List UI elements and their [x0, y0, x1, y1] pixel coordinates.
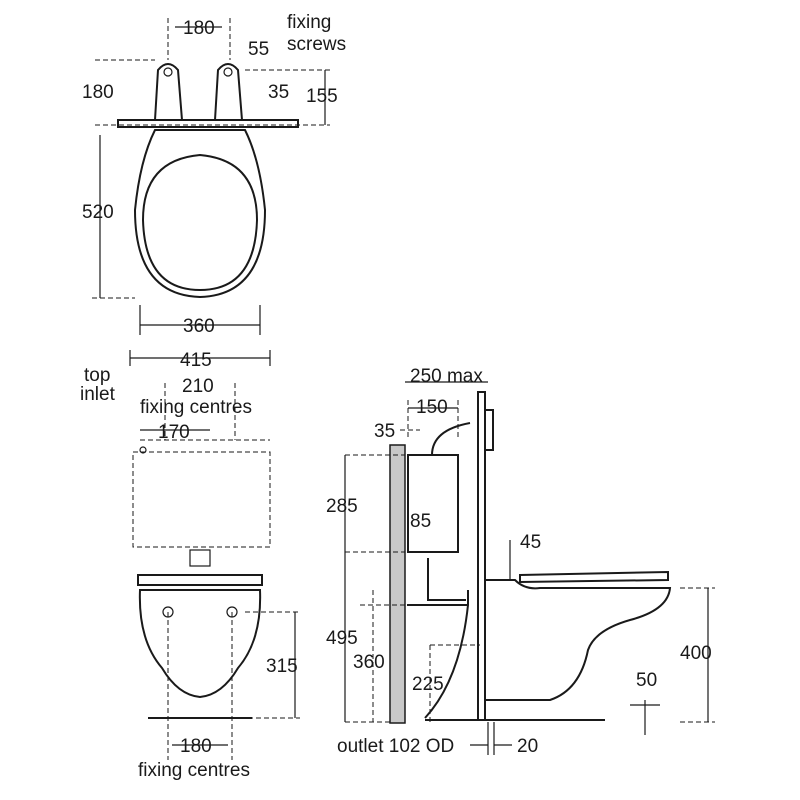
fixing-centres-bottom-label: fixing centres: [138, 760, 250, 781]
side-view-installation: [344, 381, 715, 755]
dim-170: 170: [158, 422, 190, 443]
top-inlet-label-1: top: [84, 365, 110, 386]
flush-pipe: [431, 422, 471, 456]
dim-285: 285: [326, 496, 358, 517]
top-view-toilet: [92, 18, 330, 335]
dim-210: 210: [182, 376, 214, 397]
dim-400: 400: [680, 643, 712, 664]
dim-150: 150: [416, 397, 448, 418]
dim-520: 520: [82, 202, 114, 223]
dim-180-fixing: 180: [180, 736, 212, 757]
dim-415: 415: [180, 350, 212, 371]
cistern: [132, 451, 271, 548]
front-seat: [137, 574, 263, 586]
wall-line: [117, 119, 299, 128]
dim-250-max: 250 max: [410, 366, 483, 387]
dim-35-side: 35: [374, 421, 395, 442]
dim-50: 50: [636, 670, 657, 691]
top-inlet-marker: [139, 446, 147, 454]
left-bracket: [153, 63, 184, 121]
front-view-cistern-and-pan: [129, 350, 300, 760]
frame-upright: [477, 391, 486, 721]
dim-225: 225: [412, 674, 444, 695]
dim-35: 35: [268, 82, 289, 103]
front-pan: [138, 589, 262, 699]
dim-315: 315: [266, 656, 298, 677]
dim-360-side: 360: [353, 652, 385, 673]
dim-180-bracket-centres: 180: [183, 18, 215, 39]
side-seat: [519, 570, 669, 584]
dim-20: 20: [517, 736, 538, 757]
bowl-outline: [133, 129, 267, 299]
wall: [389, 444, 406, 724]
seat-outline: [141, 153, 259, 292]
dim-45: 45: [520, 532, 541, 553]
outlet-label: outlet 102 OD: [337, 736, 454, 757]
dim-85: 85: [410, 511, 431, 532]
top-inlet-label-2: inlet: [80, 384, 116, 405]
fixing-centres-top-label: fixing centres: [140, 397, 252, 418]
dim-155: 155: [306, 86, 338, 107]
concealed-cistern: [407, 454, 459, 553]
right-bracket: [213, 63, 244, 121]
dim-360: 360: [183, 316, 215, 337]
frame-leg: [424, 590, 469, 719]
flush-plate: [484, 409, 494, 451]
side-pan: [485, 579, 672, 701]
dim-180-depth: 180: [82, 82, 114, 103]
flush-bend: [427, 558, 466, 601]
dim-55: 55: [248, 39, 269, 60]
dim-495: 495: [326, 628, 358, 649]
